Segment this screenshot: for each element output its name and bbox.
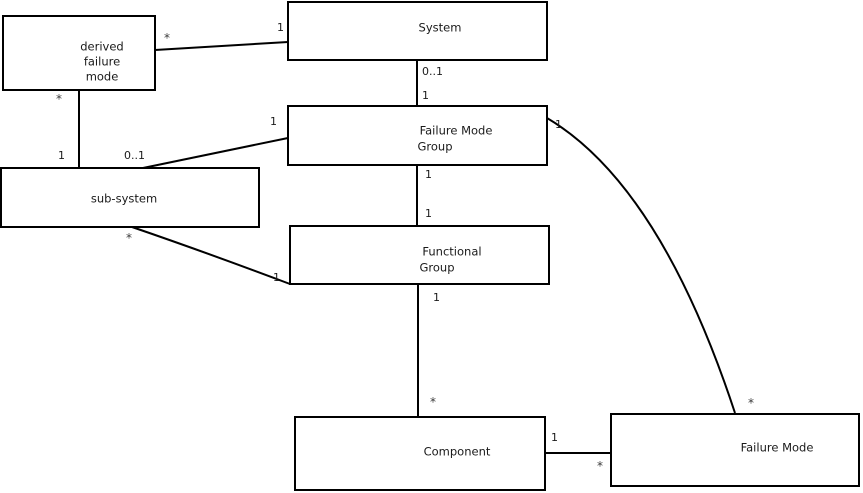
class-box-system[interactable] [287,1,548,61]
class-label-derived-failure-mode-line3: mode [86,70,119,84]
multiplicity-functional-group-to-component-source: 1 [433,291,440,304]
association-sub-system-to-failure-mode-group [142,137,289,169]
class-box-functional-group[interactable] [289,225,550,285]
multiplicity-functional-group-to-component-target: * [430,395,436,409]
class-label-sub-system: sub-system [91,192,157,206]
class-box-component[interactable] [294,416,546,491]
multiplicity-sub-system-to-failure-mode-group-source: 0..1 [124,149,145,162]
association-derived-failure-mode-to-system [154,41,289,51]
class-label-failure-mode-group-line1: Failure Mode [420,124,493,138]
association-sub-system-to-functional-group [131,226,291,285]
association-failure-mode-group-to-failure-mode [546,117,736,414]
class-label-failure-mode-group-line2: Group [417,140,452,154]
multiplicity-sub-system-to-failure-mode-group-target: 1 [270,115,277,128]
class-box-failure-mode[interactable] [610,413,860,487]
multiplicity-sub-system-to-functional-group-target: 1 [273,271,280,284]
multiplicity-derived-failure-mode-to-sub-system-target: 1 [58,149,65,162]
multiplicity-failure-mode-group-to-functional-group-target: 1 [425,207,432,220]
multiplicity-system-to-failure-mode-group-target: 1 [422,89,429,102]
multiplicity-failure-mode-group-to-functional-group-source: 1 [425,168,432,181]
class-label-functional-group-line2: Group [419,261,454,275]
multiplicity-sub-system-to-functional-group-source: * [126,231,132,245]
multiplicity-derived-failure-mode-to-system-target: 1 [277,21,284,34]
multiplicity-failure-mode-group-to-failure-mode-target: * [748,396,754,410]
class-label-derived-failure-mode-line1: derived [80,40,123,54]
multiplicity-component-to-failure-mode-source: 1 [551,431,558,444]
class-box-failure-mode-group[interactable] [287,105,548,166]
multiplicity-derived-failure-mode-to-sub-system-source: * [56,92,62,106]
multiplicity-system-to-failure-mode-group-source: 0..1 [422,65,443,78]
class-label-functional-group-line1: Functional [422,245,481,259]
multiplicity-derived-failure-mode-to-system-source: * [164,31,170,45]
class-box-sub-system[interactable] [0,167,260,228]
class-label-system: System [419,21,462,35]
multiplicity-failure-mode-group-to-failure-mode-source: 1 [555,118,562,131]
class-box-derived-failure-mode[interactable] [2,15,156,91]
multiplicity-component-to-failure-mode-target: * [597,459,603,473]
class-label-component: Component [424,445,491,459]
class-label-failure-mode: Failure Mode [741,441,814,455]
class-label-derived-failure-mode-line2: failure [84,55,120,69]
